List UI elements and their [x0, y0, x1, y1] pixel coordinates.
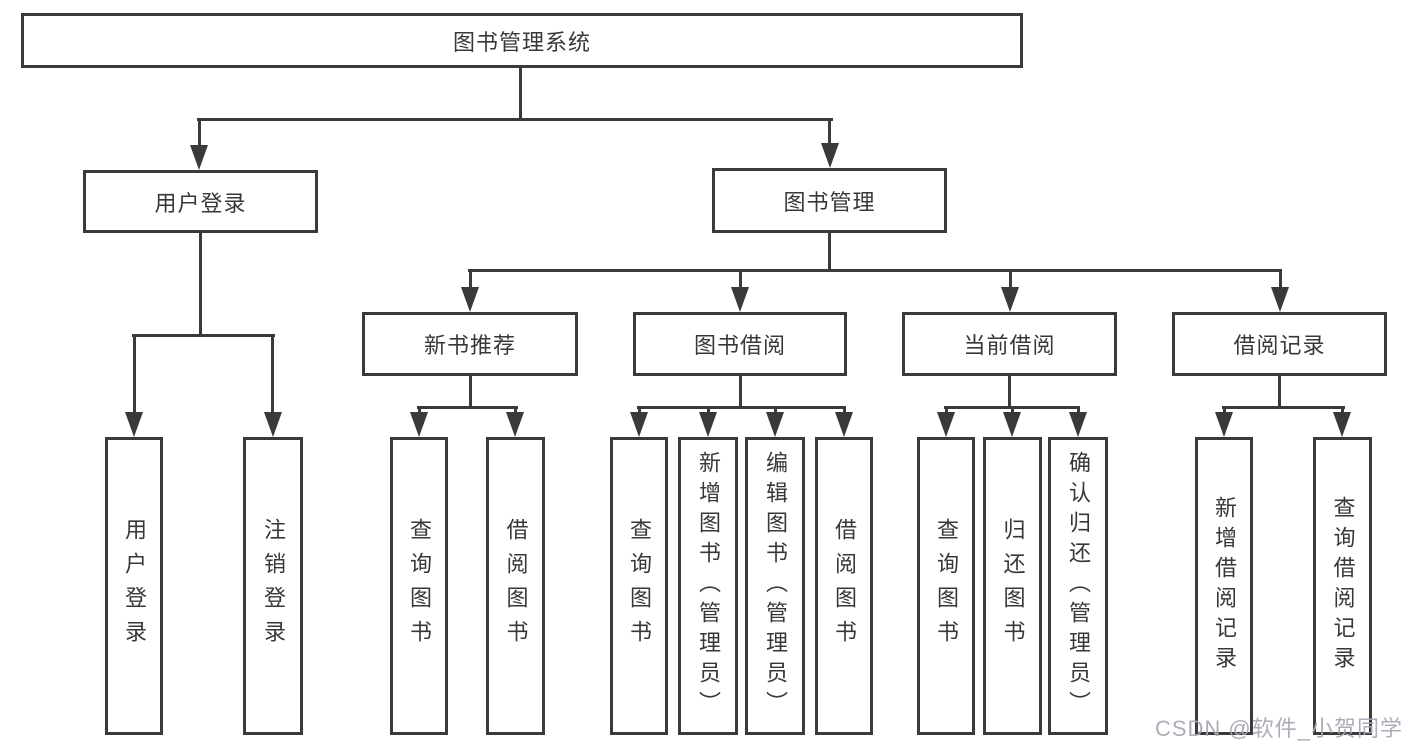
arrowhead	[731, 287, 749, 312]
leaf-label: 确认归还（管理员）	[1066, 451, 1091, 721]
arrowhead	[1003, 412, 1021, 437]
arrowhead	[766, 412, 784, 437]
leaf-return-book: 归还图书	[983, 437, 1042, 735]
connector-line	[828, 233, 831, 271]
connector-line	[637, 406, 846, 409]
connector-line	[828, 121, 831, 145]
leaf-borrow-books-recommendation: 借阅图书	[486, 437, 545, 735]
leaf-add-book-admin: 新增图书（管理员）	[678, 437, 738, 735]
leaf-query-borrow-record: 查询借阅记录	[1313, 437, 1372, 735]
node-new-book-recommendation: 新书推荐	[362, 312, 578, 376]
leaf-label: 归还图书	[1000, 518, 1026, 654]
leaf-query-books-recommendation: 查询图书	[390, 437, 448, 735]
arrowhead	[821, 143, 839, 168]
node-borrowing-records: 借阅记录	[1172, 312, 1387, 376]
connector-line	[469, 272, 472, 289]
connector-line	[417, 406, 518, 409]
leaf-label: 查询图书	[934, 518, 959, 654]
arrowhead	[190, 145, 208, 170]
leaf-label: 借阅图书	[503, 518, 529, 654]
leaf-query-books-current: 查询图书	[917, 437, 975, 735]
arrowhead	[410, 412, 428, 437]
leaf-add-borrow-record: 新增借阅记录	[1195, 437, 1253, 735]
connector-line	[1009, 272, 1012, 289]
arrowhead	[1215, 412, 1233, 437]
arrowhead	[1069, 412, 1087, 437]
connector-line	[468, 269, 1282, 272]
leaf-query-books-borrowing: 查询图书	[610, 437, 668, 735]
connector-line	[1279, 272, 1282, 289]
connector-line	[197, 118, 833, 121]
leaf-confirm-return-admin: 确认归还（管理员）	[1048, 437, 1108, 735]
connector-line	[469, 376, 472, 408]
leaf-label: 查询图书	[627, 518, 652, 654]
connector-line	[944, 406, 1080, 409]
connector-line	[133, 337, 136, 414]
node-book-management: 图书管理	[712, 168, 947, 233]
leaf-borrow-books-borrowing: 借阅图书	[815, 437, 873, 735]
arrowhead	[699, 412, 717, 437]
csdn-watermark: CSDN @软件_小贺同学	[1154, 716, 1403, 741]
arrowhead	[937, 412, 955, 437]
arrowhead	[1333, 412, 1351, 437]
arrowhead	[506, 412, 524, 437]
arrowhead	[264, 412, 282, 437]
connector-line	[739, 376, 742, 408]
connector-line	[271, 337, 274, 414]
arrowhead	[630, 412, 648, 437]
leaf-label: 查询借阅记录	[1330, 496, 1356, 676]
leaf-user-login: 用户登录	[105, 437, 163, 735]
leaf-edit-book-admin: 编辑图书（管理员）	[745, 437, 805, 735]
connector-line	[519, 68, 522, 120]
connector-line	[739, 272, 742, 289]
connector-line	[198, 121, 201, 147]
arrowhead	[125, 412, 143, 437]
arrowhead	[461, 287, 479, 312]
connector-line	[1008, 376, 1011, 408]
node-user-login: 用户登录	[83, 170, 318, 233]
node-book-borrowing: 图书借阅	[633, 312, 847, 376]
leaf-label: 新增图书（管理员）	[696, 451, 721, 721]
leaf-label: 借阅图书	[832, 518, 857, 654]
connector-line	[1278, 376, 1281, 408]
connector-line	[1222, 406, 1345, 409]
arrowhead	[1001, 287, 1019, 312]
arrowhead	[1271, 287, 1289, 312]
leaf-logout: 注销登录	[243, 437, 303, 735]
leaf-label: 查询图书	[407, 518, 432, 654]
leaf-label: 新增借阅记录	[1212, 496, 1237, 676]
connector-line	[199, 233, 202, 335]
arrowhead	[835, 412, 853, 437]
node-library-management-system: 图书管理系统	[21, 13, 1023, 68]
leaf-label: 用户登录	[122, 518, 147, 654]
connector-line	[132, 334, 275, 337]
leaf-label: 编辑图书（管理员）	[763, 451, 788, 721]
node-current-borrowing: 当前借阅	[902, 312, 1117, 376]
leaf-label: 注销登录	[261, 518, 286, 654]
